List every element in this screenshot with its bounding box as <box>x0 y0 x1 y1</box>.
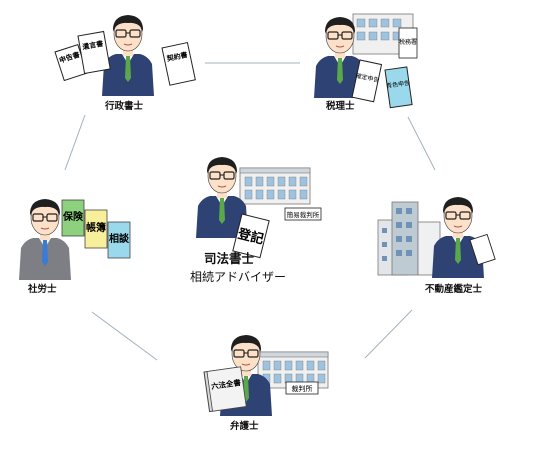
card-hoken: 保険 <box>61 199 85 237</box>
label-center-title: 司法書士 <box>204 251 255 266</box>
card-hoken-text: 保険 <box>62 210 84 223</box>
label-gyosei: 行政書士 <box>105 101 144 112</box>
connector-zeirishi-fudosan <box>407 116 436 171</box>
touki-doc: 登記 <box>232 213 270 259</box>
node-fudosan <box>377 196 496 279</box>
node-bengoshi: 裁判所 六法全書 <box>203 334 329 417</box>
kan-i-saibansho-building <box>239 167 311 205</box>
doc-aoiro-text: 青色申告 <box>386 79 411 90</box>
saibansho-sign-box <box>285 381 319 395</box>
node-zeirishi: 税務署 確定申告 青色申告 <box>313 13 418 109</box>
label-bengoshi: 弁護士 <box>230 421 259 432</box>
touki-doc-text: 登記 <box>235 226 265 248</box>
kan-i-sign-box <box>284 207 322 221</box>
node-sharoushi: 保険 帳簿 相談 <box>18 198 131 281</box>
card-chobo: 帳簿 <box>84 209 108 249</box>
connector-bengoshi-sharoushi <box>91 311 158 361</box>
doc-yuigonsho: 遺言書 <box>77 30 111 75</box>
connector-sharoushi-gyosei <box>64 114 86 171</box>
doc-aoiro: 青色申告 <box>384 66 413 109</box>
doc-keiyakusho: 契約書 <box>161 42 196 86</box>
label-zeirishi: 税理士 <box>326 101 355 112</box>
roppo-book-text: 六法全書 <box>210 377 242 391</box>
label-center-subtitle: 相続アドバイザー <box>190 270 287 284</box>
node-gyosei: 申告書 遺言書 契約書 <box>54 14 196 97</box>
card-chobo-text: 帳簿 <box>86 221 106 234</box>
zeimusho-sign: 税務署 <box>399 38 417 46</box>
card-soudan-text: 相談 <box>109 232 130 245</box>
saibansho-sign: 裁判所 <box>292 384 313 393</box>
fudosan-paper <box>469 233 496 266</box>
gyosei-person <box>101 14 155 97</box>
zeimusho-building: 税務署 <box>352 13 418 59</box>
node-center: 簡易裁判所 登記 <box>195 156 322 259</box>
doc-yuigonsho-text: 遺言書 <box>81 39 104 52</box>
doc-moushinsho: 申告書 <box>54 43 88 82</box>
label-fudosan: 不動産鑑定士 <box>425 284 483 295</box>
card-soudan: 相談 <box>107 221 131 259</box>
label-sharoushi: 社労士 <box>28 284 57 295</box>
kan-i-sign: 簡易裁判所 <box>287 210 320 219</box>
fudosan-buildings <box>377 201 441 276</box>
connector-fudosan-bengoshi <box>364 309 413 359</box>
doc-kakutei: 確定申告 <box>351 59 383 103</box>
roppo-book: 六法全書 <box>203 366 247 413</box>
connector-lines <box>64 62 436 361</box>
